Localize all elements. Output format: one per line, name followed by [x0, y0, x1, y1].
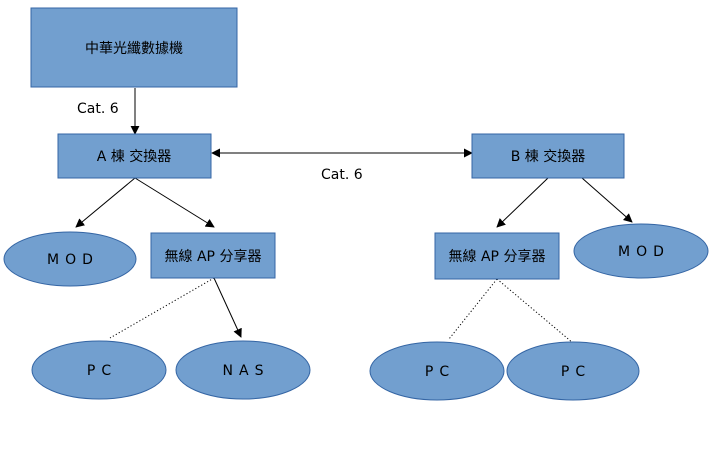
edge-switch-a-to-mod [75, 177, 136, 228]
node-mod-b-label: MOD [618, 244, 670, 260]
node-isp-modem: 中華光纖數據機 [30, 7, 238, 88]
node-pc-b-left: PC [369, 341, 505, 401]
node-ap-b-label: 無線 AP 分享器 [449, 248, 546, 265]
node-ap-a: 無線 AP 分享器 [150, 232, 276, 279]
node-switch-a: A 棟 交換器 [57, 133, 212, 179]
node-switch-a-label: A 棟 交換器 [97, 148, 171, 165]
node-pc-b-right-label: PC [561, 364, 591, 380]
node-pc-a: PC [31, 340, 167, 400]
node-mod-a: MOD [3, 231, 137, 287]
edge-switch-b-to-mod [581, 177, 633, 223]
node-pc-b-right: PC [506, 341, 640, 401]
node-nas-a-label: NAS [223, 363, 270, 379]
node-switch-b: B 棟 交換器 [471, 133, 625, 179]
edge-label-switch-a-to-switch-b: Cat. 6 [321, 167, 363, 183]
node-mod-b: MOD [573, 223, 709, 279]
edge-ap-a-to-nas [213, 277, 242, 338]
node-isp-modem-label: 中華光纖數據機 [85, 41, 183, 57]
edge-ap-a-to-pc [109, 277, 215, 339]
node-ap-b: 無線 AP 分享器 [434, 232, 560, 280]
node-switch-b-label: B 棟 交換器 [511, 148, 586, 165]
node-pc-a-label: PC [87, 363, 117, 379]
node-pc-b-left-label: PC [425, 364, 455, 380]
edge-label-isp-to-switch-a: Cat. 6 [77, 101, 119, 117]
node-nas-a: NAS [175, 340, 311, 400]
node-mod-a-label: MOD [47, 252, 99, 268]
edge-ap-b-to-pc-right [496, 278, 574, 344]
edge-switch-a-to-ap [134, 177, 215, 228]
edge-ap-b-to-pc-left [448, 278, 498, 340]
node-ap-a-label: 無線 AP 分享器 [165, 248, 262, 265]
edge-switch-b-to-ap [496, 177, 549, 228]
